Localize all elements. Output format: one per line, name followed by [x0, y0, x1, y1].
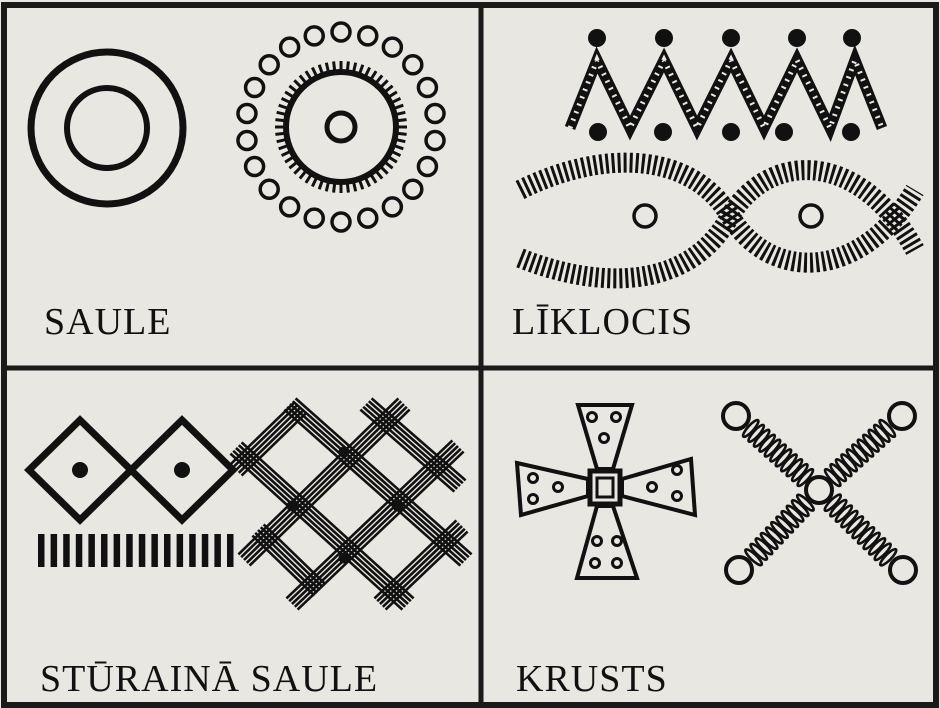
panel-label-liklocis: LĪKLOCIS — [512, 303, 693, 341]
panel-label-krusts: KRUSTS — [516, 660, 668, 698]
panel-label-saule: SAULE — [44, 303, 171, 341]
panel-label-sturaina-saule: STŪRAINĀ SAULE — [40, 660, 378, 698]
